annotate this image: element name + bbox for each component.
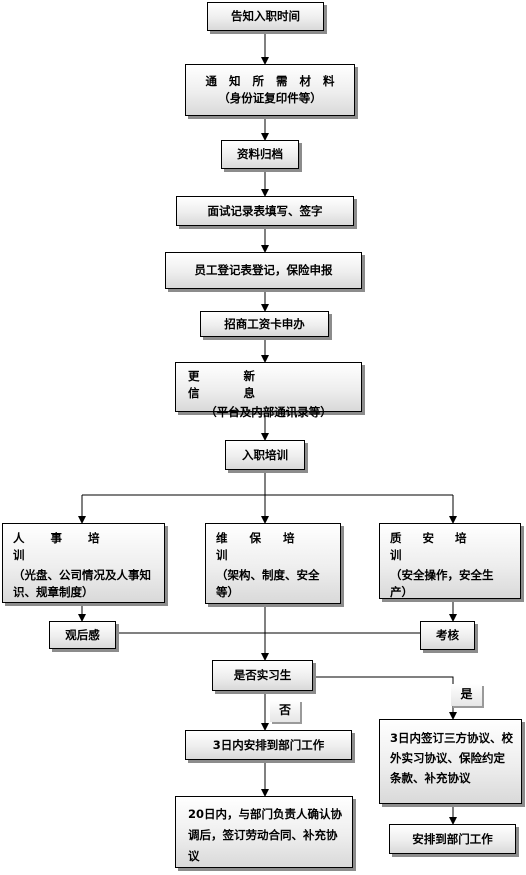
node-notify-materials-sub: （身份证复印件等） [218,91,322,105]
node-assessment: 考核 [420,621,475,650]
node-notify-materials-title: 通知所需材料 [205,74,347,88]
connector-intern-to-yes [313,676,457,720]
node-salary-card-label: 招商工资卡申办 [224,316,305,331]
node-hr-training-sub: （光盘、公司情况及人事知识、规章制度） [13,568,151,599]
node-no-assign-department: 3日内安排到部门工作 [185,730,352,760]
node-notify-materials: 通知所需材料 （身份证复印件等） [185,64,355,116]
node-onboarding-training-label: 入职培训 [242,447,288,462]
node-archive-label: 资料归档 [237,147,283,161]
node-maintenance-training-title: 维保培训 [216,531,317,562]
node-no-assign-department-label: 3日内安排到部门工作 [212,737,325,752]
node-no-sign-contract-label: 20日内，与部门负责人确认协调后，签订劳动合同、补充协议 [188,807,343,863]
node-assessment-label: 考核 [436,628,459,642]
node-quality-safety-training: 质安培训 （安全操作，安全生产） [379,523,521,599]
node-reflection: 观后感 [49,621,116,649]
node-is-intern-label: 是否实习生 [233,668,292,682]
node-archive: 资料归档 [221,140,299,169]
branch-label-no-text: 否 [278,703,291,717]
node-employee-register: 员工登记表登记，保险申报 [165,252,362,289]
node-is-intern: 是否实习生 [212,660,313,691]
node-onboarding-training: 入职培训 [225,440,305,470]
node-salary-card: 招商工资卡申办 [200,311,329,337]
node-quality-safety-training-title: 质安培训 [390,531,488,562]
node-reflection-label: 观后感 [65,627,100,642]
node-update-info: 更新信息 （平台及内部通讯录等） [175,362,362,419]
node-yes-sign-agreements-label: 3日内签订三方协议、校外实习协议、保险约定条款、补充协议 [390,731,514,785]
branch-label-no: 否 [270,700,300,722]
node-no-sign-contract: 20日内，与部门负责人确认协调后，签订劳动合同、补充协议 [175,796,353,868]
node-yes-assign-department: 安排到部门工作 [389,824,516,854]
node-update-info-sub: （平台及内部通讯录等） [205,405,332,419]
node-interview-record: 面试记录表填写、签字 [176,196,354,226]
node-maintenance-training-sub: （架构、制度、安全等） [216,568,320,599]
node-employee-register-label: 员工登记表登记，保险申报 [194,263,333,277]
node-yes-sign-agreements: 3日内签订三方协议、校外实习协议、保险约定条款、补充协议 [379,719,522,804]
node-quality-safety-training-sub: （安全操作，安全生产） [390,568,494,599]
node-update-info-title: 更新信息 [188,368,349,402]
node-notify-entry-time-label: 告知入职时间 [231,9,300,23]
node-notify-entry-time: 告知入职时间 [207,2,324,31]
node-maintenance-training: 维保培训 （架构、制度、安全等） [205,523,341,604]
node-update-info-title-text: 更新信息 [188,369,299,400]
node-interview-record-label: 面试记录表填写、签字 [207,203,323,218]
branch-label-yes: 是 [451,684,482,706]
node-hr-training-title: 人事培训 [13,531,126,562]
node-yes-assign-department-label: 安排到部门工作 [412,831,493,846]
branch-label-yes-text: 是 [460,687,473,701]
node-hr-training: 人事培训 （光盘、公司情况及人事知识、规章制度） [2,523,165,603]
